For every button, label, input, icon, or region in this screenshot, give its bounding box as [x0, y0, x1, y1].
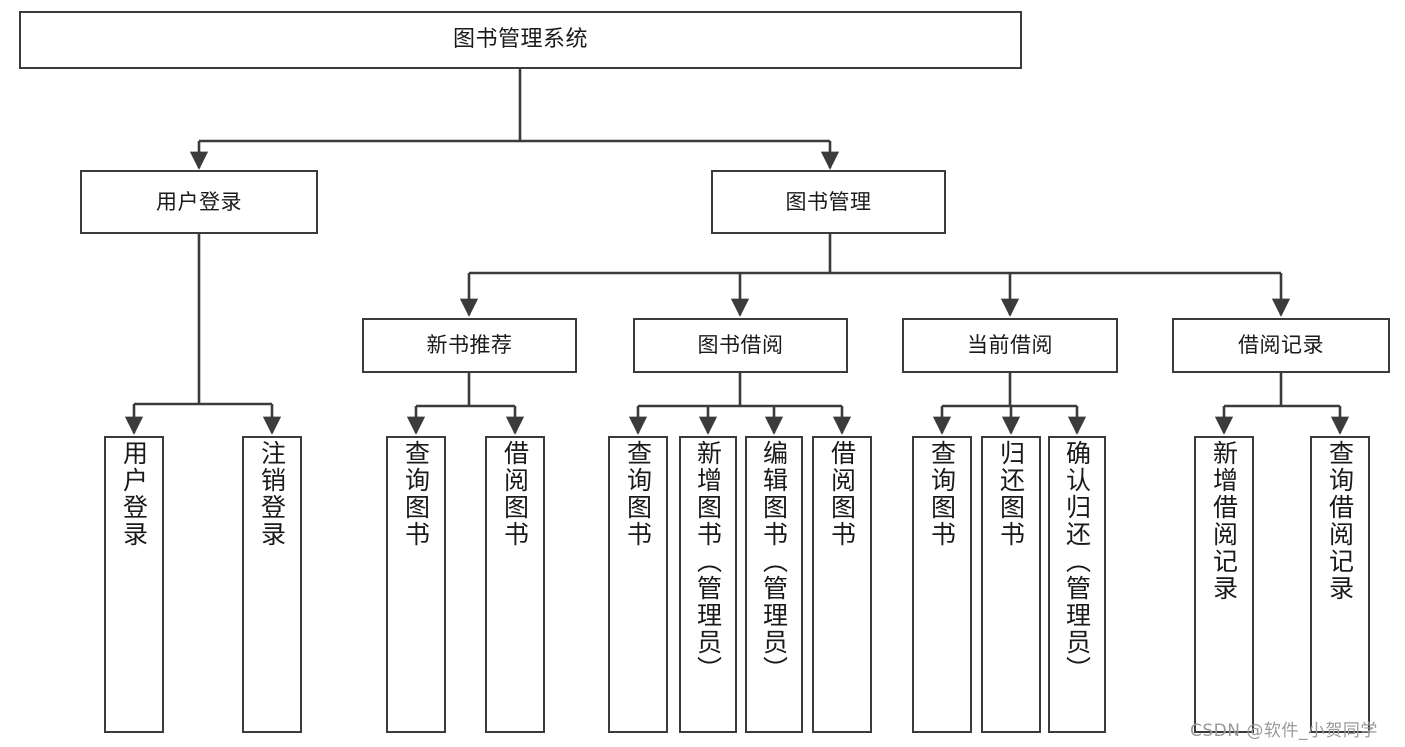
- node-leaf-query-book-borrow-label: 查询图书: [623, 440, 653, 548]
- node-l1-book-management[interactable]: 图书管理: [711, 170, 946, 234]
- node-leaf-add-book-admin-label: 新增图书（管理员）: [693, 440, 723, 683]
- node-leaf-query-book-current-label: 查询图书: [927, 440, 957, 548]
- node-l1-user-login-label: 用户登录: [156, 189, 242, 214]
- node-l2-current-borrow-label: 当前借阅: [967, 333, 1053, 358]
- node-l2-book-borrow[interactable]: 图书借阅: [633, 318, 848, 373]
- node-l2-borrow-record-label: 借阅记录: [1238, 333, 1324, 358]
- node-l2-new-book-recommend[interactable]: 新书推荐: [362, 318, 577, 373]
- node-leaf-edit-book-admin[interactable]: 编辑图书（管理员）: [745, 436, 803, 733]
- node-leaf-logout[interactable]: 注销登录: [242, 436, 302, 733]
- node-leaf-borrow-book-new[interactable]: 借阅图书: [485, 436, 545, 733]
- node-root[interactable]: 图书管理系统: [19, 11, 1022, 69]
- watermark: CSDN @软件_小贺同学: [1190, 721, 1378, 741]
- node-leaf-borrow-book[interactable]: 借阅图书: [812, 436, 872, 733]
- node-leaf-return-book-label: 归还图书: [996, 440, 1026, 548]
- node-l2-borrow-record[interactable]: 借阅记录: [1172, 318, 1390, 373]
- node-leaf-user-login-label: 用户登录: [119, 440, 149, 548]
- node-l2-current-borrow[interactable]: 当前借阅: [902, 318, 1118, 373]
- node-leaf-add-borrow-record-label: 新增借阅记录: [1209, 440, 1239, 602]
- node-l1-book-management-label: 图书管理: [785, 189, 872, 214]
- node-leaf-query-book-new[interactable]: 查询图书: [386, 436, 446, 733]
- node-leaf-borrow-book-label: 借阅图书: [827, 440, 857, 548]
- node-leaf-query-borrow-record[interactable]: 查询借阅记录: [1310, 436, 1370, 733]
- node-leaf-query-book-current[interactable]: 查询图书: [912, 436, 972, 733]
- node-leaf-borrow-book-new-label: 借阅图书: [500, 440, 530, 548]
- node-l1-user-login[interactable]: 用户登录: [80, 170, 318, 234]
- node-leaf-confirm-return-admin[interactable]: 确认归还（管理员）: [1048, 436, 1106, 733]
- node-l2-book-borrow-label: 图书借阅: [697, 333, 784, 358]
- node-leaf-query-borrow-record-label: 查询借阅记录: [1325, 440, 1355, 602]
- node-leaf-query-book-borrow[interactable]: 查询图书: [608, 436, 668, 733]
- node-root-label: 图书管理系统: [452, 27, 588, 53]
- node-l2-new-book-recommend-label: 新书推荐: [426, 333, 513, 358]
- node-leaf-add-book-admin[interactable]: 新增图书（管理员）: [679, 436, 737, 733]
- node-leaf-add-borrow-record[interactable]: 新增借阅记录: [1194, 436, 1254, 733]
- node-leaf-user-login[interactable]: 用户登录: [104, 436, 164, 733]
- node-leaf-edit-book-admin-label: 编辑图书（管理员）: [759, 440, 789, 683]
- node-leaf-confirm-return-admin-label: 确认归还（管理员）: [1062, 440, 1092, 683]
- node-leaf-return-book[interactable]: 归还图书: [981, 436, 1041, 733]
- node-leaf-query-book-new-label: 查询图书: [401, 440, 431, 548]
- node-leaf-logout-label: 注销登录: [257, 440, 287, 548]
